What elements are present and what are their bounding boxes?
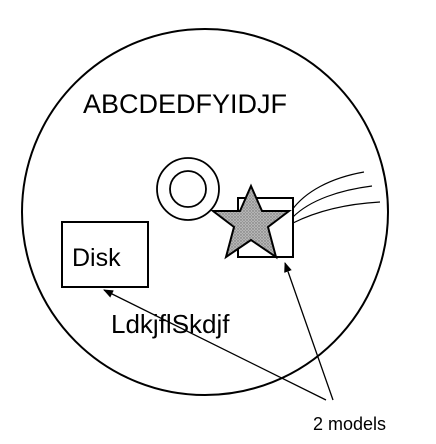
wire-3 <box>292 201 381 224</box>
wire-1 <box>291 171 365 211</box>
hub-outer-ring <box>156 157 220 221</box>
wire-2 <box>292 185 373 218</box>
hub-inner-ring <box>169 170 207 208</box>
disk-box <box>61 221 149 288</box>
callout-arrow-disk <box>103 289 327 401</box>
disc-outline <box>21 28 389 396</box>
star-icon <box>210 183 292 260</box>
callout-label: 2 models <box>313 414 386 434</box>
callout-arrow-star <box>284 262 334 401</box>
disk-box-label: Disk <box>72 244 121 272</box>
disc-title-text: ABCDEDFYIDJF <box>83 89 287 119</box>
disc-lower-text: LdkjflSkdjf <box>111 309 230 339</box>
